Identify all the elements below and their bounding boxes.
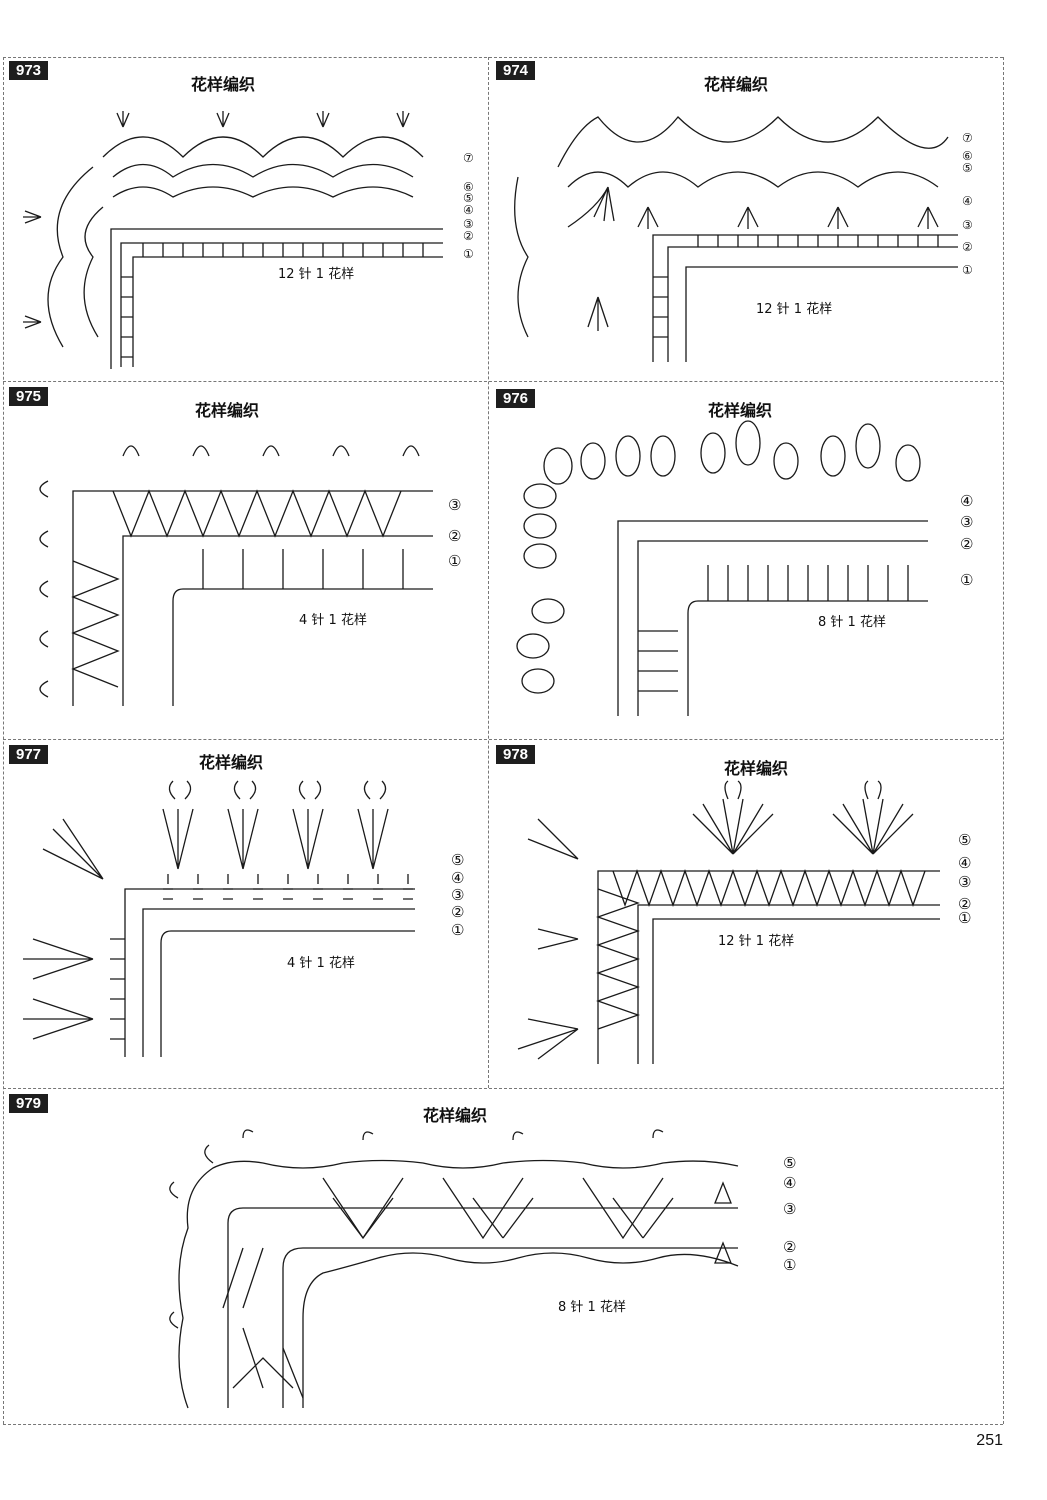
row-label-4: ④ [960,492,974,510]
pattern-title: 花样编织 [708,401,773,420]
row-label-4: ④ [451,869,465,887]
row-label-4: ④ [962,194,973,208]
row-label-7: ⑦ [463,151,474,165]
row-label-1: ① [451,921,465,939]
frame-right-line [1003,57,1004,1424]
repeat-label: 12 针 1 花样 [756,302,833,317]
row-label-2: ② [960,535,974,553]
row-label-3: ③ [958,873,972,891]
repeat-label: 4 针 1 花样 [299,613,367,628]
frame-top-line [3,57,1003,58]
pattern-title: 花样编织 [191,75,256,94]
row-label-6: ⑥ [962,149,973,163]
crochet-chart-977 [23,780,415,1057]
repeat-label: 12 针 1 花样 [278,267,355,282]
panel-978: 978 花样编织 12 针 1 花样 ⑤ ④ ③ ② ① [488,739,1003,1088]
frame-bottom-line [3,1424,1003,1425]
panel-975: 975 花样编织 4 针 1 花样 ③ ② ① [3,381,488,739]
panel-976: 976 花样编织 8 针 1 花样 ④ ③ ② ① [488,381,1003,739]
row-label-5: ⑤ [958,831,972,849]
repeat-label: 12 针 1 花样 [718,934,795,949]
crochet-chart-974 [514,116,958,362]
row-label-5: ⑤ [783,1154,797,1172]
row-label-1: ① [783,1256,797,1274]
frame-center-line [488,57,489,1088]
page-number: 251 [976,1432,1003,1449]
repeat-label: 8 针 1 花样 [818,615,886,630]
row-label-5: ⑤ [463,191,474,205]
pattern-number-badge: 974 [496,61,536,80]
pattern-number-badge: 978 [496,745,536,764]
row-label-2: ② [962,240,973,254]
repeat-label: 4 针 1 花样 [287,956,355,971]
pattern-title: 花样编织 [724,759,789,778]
row-label-6: ⑥ [463,180,474,194]
row-label-3: ③ [960,513,974,531]
pattern-title: 花样编织 [704,75,769,94]
row-label-3: ③ [783,1200,797,1218]
row-label-1: ① [960,571,974,589]
row-label-1: ① [463,247,474,261]
row-label-1: ① [962,263,973,277]
row-label-5: ⑤ [962,161,973,175]
panel-977: 977 花样编织 4 针 1 花样 ⑤ ④ ③ ② ① [3,739,488,1088]
repeat-label: 8 针 1 花样 [558,1300,626,1315]
row-label-5: ⑤ [451,851,465,869]
crochet-chart-975 [39,445,433,706]
row-label-2: ② [448,527,462,545]
pattern-number-badge: 979 [9,1094,49,1113]
row-label-2: ② [451,903,465,921]
pattern-title: 花样编织 [423,1106,488,1125]
pattern-title: 花样编织 [199,753,264,772]
crochet-chart-973 [23,111,443,369]
row-label-4: ④ [463,203,474,217]
crochet-chart-976 [516,420,928,716]
panel-974: 974 花样编织 12 针 1 花样 ⑦ ⑥ ⑤ ④ ③ ② ① [488,57,1003,381]
panel-973: 973 花样编织 12 针 1 花样 ⑦ ⑥ ⑤ [3,57,488,381]
row-label-3: ③ [451,886,465,904]
row-label-4: ④ [958,854,972,872]
row-label-2: ② [463,229,474,243]
crochet-chart-979 [169,1129,739,1409]
crochet-chart-978 [517,780,940,1064]
row-label-1: ① [448,552,462,570]
frame-left-line [3,57,4,1424]
row-label-2: ② [958,895,972,913]
frame-line-row4 [3,1088,1003,1089]
pattern-number-badge: 977 [9,745,49,764]
row-label-3: ③ [448,496,462,514]
row-label-4: ④ [783,1174,797,1192]
row-label-1: ① [958,909,972,927]
pattern-number-badge: 975 [9,387,49,406]
row-label-2: ② [783,1238,797,1256]
panel-979: 979 花样编织 8 针 1 花样 ⑤ ④ ③ ② ① [3,1088,1003,1424]
row-label-3: ③ [962,218,973,232]
row-label-7: ⑦ [962,131,973,145]
pattern-title: 花样编织 [195,401,260,420]
pattern-number-badge: 976 [496,389,536,408]
frame-line-row3 [3,739,1003,740]
pattern-number-badge: 973 [9,61,49,80]
frame-line-row2 [3,381,1003,382]
row-label-3: ③ [463,217,474,231]
